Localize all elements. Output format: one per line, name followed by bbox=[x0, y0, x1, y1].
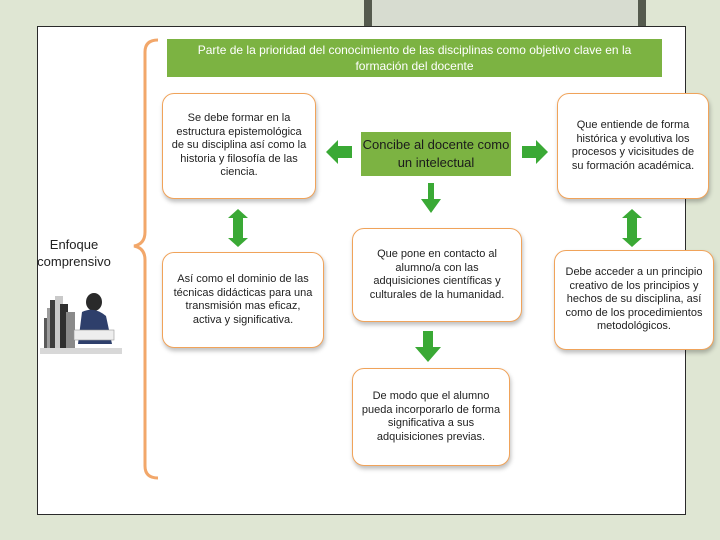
box-left-bottom: Así como el dominio de las técnicas didá… bbox=[162, 252, 324, 348]
arrow-left bbox=[326, 140, 352, 164]
left-bracket bbox=[133, 38, 159, 480]
arrow-down-1 bbox=[421, 183, 441, 213]
double-arrow-right bbox=[622, 209, 642, 247]
box-bottom: De modo que el alumno pueda incorporarlo… bbox=[352, 368, 510, 466]
box-right-top: Que entiende de forma histórica y evolut… bbox=[557, 93, 709, 199]
top-decoration-inner bbox=[372, 0, 638, 26]
center-concept: Concibe al docente como un intelectual bbox=[361, 132, 511, 176]
box-left-top: Se debe formar en la estructura epistemo… bbox=[162, 93, 316, 199]
box-right-bottom: Debe acceder a un principio creativo de … bbox=[554, 250, 714, 350]
double-arrow-left bbox=[228, 209, 248, 247]
enfoque-label: Enfoque comprensivo bbox=[37, 237, 111, 269]
arrow-right bbox=[522, 140, 548, 164]
arrow-down-2 bbox=[415, 331, 441, 362]
top-decoration bbox=[364, 0, 646, 32]
main-title: Parte de la prioridad del conocimiento d… bbox=[167, 39, 662, 77]
student-reading-books-icon bbox=[40, 293, 122, 354]
box-middle: Que pone en contacto al alumno/a con las… bbox=[352, 228, 522, 322]
